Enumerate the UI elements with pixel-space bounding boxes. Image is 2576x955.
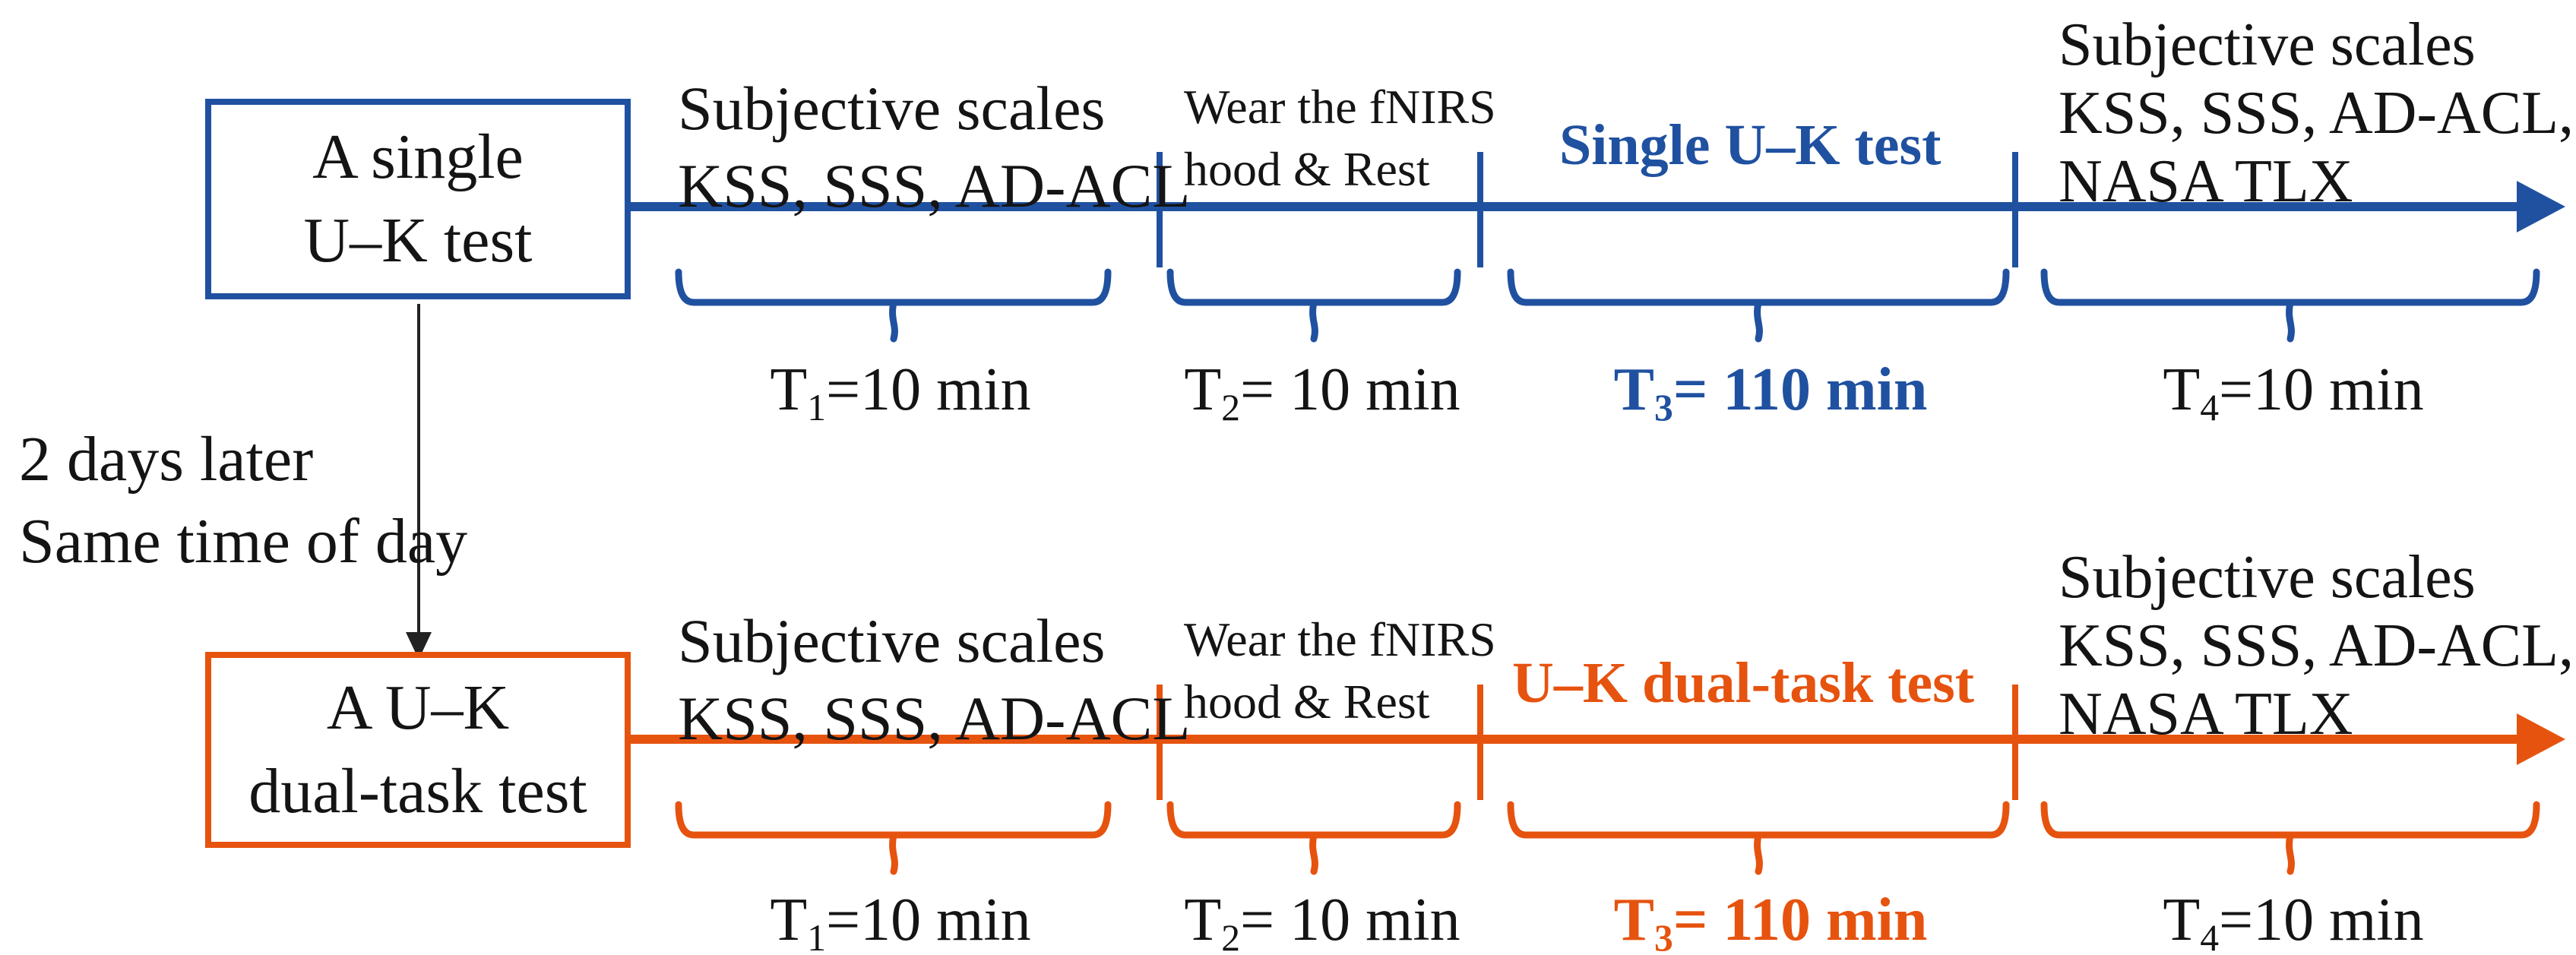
underbrace-icon — [1507, 801, 2010, 839]
phase1-label-line: Subjective scales — [678, 606, 1106, 675]
duration-sub: 1 — [807, 386, 827, 428]
duration-t2-bottom: T2= 10 min — [1056, 887, 1588, 955]
duration-value: =10 min — [2219, 356, 2424, 423]
session-box-line: A single — [312, 122, 524, 192]
duration-sub: 3 — [1654, 916, 1673, 955]
phase4-label-line: NASA TLX — [2059, 681, 2353, 748]
duration-t2-top: T2= 10 min — [1056, 356, 1588, 426]
session-box-single: A single U–K test — [205, 99, 631, 299]
phase4-label-line: Subjective scales — [2059, 11, 2476, 78]
phase3-label-top: Single U–K test — [1559, 113, 1941, 177]
duration-value: =10 min — [826, 887, 1031, 953]
phase2-label-line: Wear the fNIRS — [1184, 80, 1496, 134]
between-sessions-connector — [406, 304, 432, 659]
underbraces-orange — [675, 801, 2540, 875]
phase2-label-top: Wear the fNIRS hood & Rest — [1184, 76, 1496, 201]
duration-base: T — [2163, 887, 2201, 953]
underbrace-icon — [675, 801, 1112, 839]
duration-value: = 10 min — [1240, 356, 1460, 423]
duration-sub: 2 — [1221, 916, 1241, 955]
duration-t4-top: T4=10 min — [2027, 356, 2559, 426]
duration-value: = 110 min — [1673, 356, 1928, 423]
underbrace-icon — [675, 268, 1112, 306]
arrowhead-down-icon — [406, 632, 432, 659]
duration-value: =10 min — [826, 356, 1031, 423]
duration-sub: 4 — [2200, 916, 2220, 955]
underbrace-dip-icon — [2286, 831, 2295, 875]
duration-value: = 110 min — [1673, 887, 1928, 953]
phase4-label-top: Subjective scales KSS, SSS, AD-ACL, NASA… — [2059, 11, 2574, 216]
session-box-line: A U–K — [326, 672, 510, 743]
transition-note-line1: 2 days later — [19, 424, 314, 495]
duration-base: T — [770, 356, 808, 423]
arrowhead-right-icon — [2517, 713, 2565, 765]
duration-base: T — [1613, 356, 1655, 423]
duration-t3-bottom: T3= 110 min — [1505, 887, 2036, 955]
timeline-line-blue — [631, 202, 2524, 211]
timeline-orange — [631, 685, 2565, 875]
phase2-label-bottom: Wear the fNIRS hood & Rest — [1184, 609, 1496, 733]
phase4-label-line: KSS, SSS, AD-ACL, — [2059, 80, 2574, 147]
duration-t4-bottom: T4=10 min — [2027, 887, 2559, 955]
phase2-label-line: hood & Rest — [1184, 675, 1430, 729]
transition-note-line2: Same time of day — [19, 506, 468, 577]
timeline-line-orange — [631, 735, 2524, 744]
duration-value: = 10 min — [1240, 887, 1460, 953]
duration-t1-bottom: T1=10 min — [635, 887, 1166, 955]
duration-base: T — [770, 887, 808, 953]
phase3-label-bottom: U–K dual-task test — [1512, 651, 1975, 715]
underbrace-icon — [2040, 268, 2540, 306]
arrowhead-right-icon — [2517, 181, 2565, 232]
timeline-blue — [631, 152, 2565, 343]
underbrace-dip-icon — [1754, 299, 1763, 343]
phase1-label-bottom: Subjective scales KSS, SSS, AD-ACL — [678, 602, 1190, 757]
underbrace-dip-icon — [1309, 831, 1318, 875]
phase4-label-bottom: Subjective scales KSS, SSS, AD-ACL, NASA… — [2059, 543, 2574, 748]
duration-base: T — [1184, 887, 1222, 953]
duration-sub: 1 — [807, 916, 827, 955]
duration-base: T — [1184, 356, 1222, 423]
underbrace-dip-icon — [1309, 299, 1318, 343]
duration-base: T — [2163, 356, 2201, 423]
session-box-dual: A U–K dual-task test — [205, 652, 631, 848]
session-box-line: dual-task test — [248, 756, 587, 827]
phase4-label-line: KSS, SSS, AD-ACL, — [2059, 612, 2574, 679]
phase1-label-line: Subjective scales — [678, 74, 1106, 143]
duration-sub: 3 — [1654, 386, 1673, 428]
phase4-label-line: Subjective scales — [2059, 544, 2476, 611]
phase1-label-line: KSS, SSS, AD-ACL — [678, 151, 1191, 220]
duration-t3-top: T3= 110 min — [1505, 356, 2036, 426]
duration-base: T — [1613, 887, 1655, 953]
duration-sub: 4 — [2200, 386, 2220, 428]
underbrace-icon — [1166, 268, 1461, 306]
phase1-label-line: KSS, SSS, AD-ACL — [678, 684, 1191, 753]
phase2-label-line: hood & Rest — [1184, 142, 1430, 196]
session-box-line: U–K test — [303, 205, 533, 276]
duration-sub: 2 — [1221, 386, 1241, 428]
duration-value: =10 min — [2219, 887, 2424, 953]
underbrace-dip-icon — [889, 831, 898, 875]
underbrace-dip-icon — [2286, 299, 2295, 343]
underbrace-dip-icon — [1754, 831, 1763, 875]
duration-t1-top: T1=10 min — [635, 356, 1166, 426]
phase2-label-line: Wear the fNIRS — [1184, 612, 1496, 666]
underbrace-icon — [1166, 801, 1461, 839]
underbrace-icon — [2040, 801, 2540, 839]
underbrace-icon — [1507, 268, 2010, 306]
underbraces-blue — [675, 268, 2540, 343]
phase1-label-top: Subjective scales KSS, SSS, AD-ACL — [678, 70, 1190, 225]
phase4-label-line: NASA TLX — [2059, 148, 2353, 215]
underbrace-dip-icon — [889, 299, 898, 343]
